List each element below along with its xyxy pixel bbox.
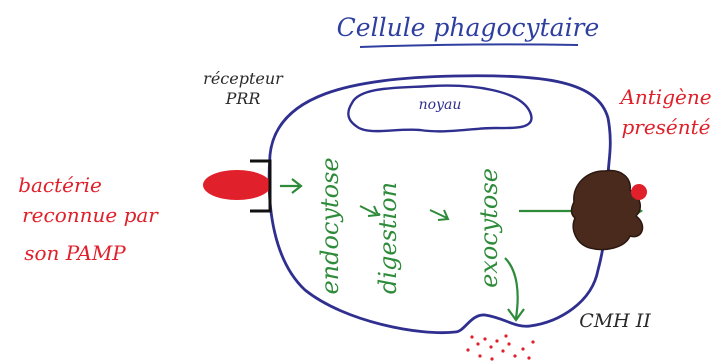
receptor-acronym: PRR <box>225 89 261 108</box>
released-antigen-fragments <box>466 334 534 360</box>
bacteria <box>203 170 271 200</box>
step-endocytose: endocytose <box>316 157 344 294</box>
bacteria-label-line3: son PAMP <box>24 241 126 265</box>
mhc-label: CMH II <box>579 310 651 332</box>
bacteria-label-line2: reconnue par <box>22 203 159 227</box>
nucleus-label: noyau <box>419 97 462 113</box>
presented-antigen <box>631 184 647 200</box>
title-underline <box>360 44 578 47</box>
antigen-label-line2: presénté <box>621 115 710 139</box>
diagram-title: Cellule phagocytaire <box>337 13 600 42</box>
step-digestion: digestion <box>374 182 402 294</box>
mhc-complex <box>572 171 643 250</box>
exocytosis-arrow <box>505 258 518 318</box>
bacteria-label-line1: bactérie <box>18 173 102 197</box>
receptor-label: récepteur <box>203 69 284 88</box>
antigen-label-line1: Antigène <box>618 85 711 109</box>
step-exocytose: exocytose <box>475 168 503 288</box>
